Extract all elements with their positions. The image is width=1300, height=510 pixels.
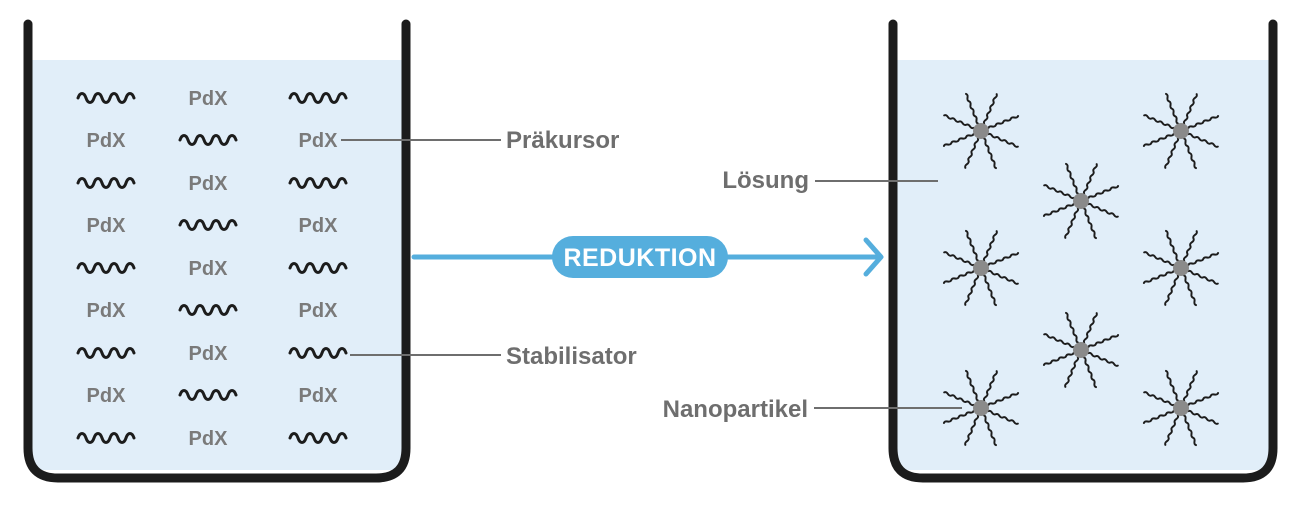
nanoparticle: [942, 92, 1020, 170]
nanoparticle-core: [973, 260, 989, 276]
precursor-symbol: PdX: [189, 343, 229, 365]
nanoparticle: [942, 229, 1020, 307]
precursor-symbol: PdX: [87, 215, 127, 237]
precursor-label: Präkursor: [506, 127, 619, 154]
left-beaker: PdX PdX PdX PdX PdX PdX PdX PdX PdX PdX PdX PdX PdX: [23, 19, 411, 483]
left-beaker-liquid: [30, 60, 404, 470]
precursor-symbol: PdX: [189, 173, 229, 195]
nanoparticle-core: [1173, 260, 1189, 276]
nanoparticle-core: [973, 400, 989, 416]
stabilizer-label: Stabilisator: [506, 343, 637, 370]
right-beaker-outline: [888, 19, 1278, 483]
precursor-symbol: PdX: [189, 428, 229, 450]
nanoparticle: [1142, 229, 1220, 307]
right-beaker-contents: [942, 92, 1220, 447]
arrow-label: REDUKTION: [563, 244, 716, 272]
nanoparticle-core: [1173, 400, 1189, 416]
left-beaker-outline: [23, 19, 411, 483]
left-beaker-contents: PdX PdX PdX PdX PdX PdX PdX PdX PdX PdX PdX PdX PdX: [76, 88, 348, 450]
precursor-symbol: PdX: [87, 130, 127, 152]
nanoparticle-core: [973, 123, 989, 139]
arrow-head: [863, 237, 884, 277]
precursor-symbol: PdX: [189, 88, 229, 110]
nanoparticle-core: [1173, 123, 1189, 139]
nanoparticle-core: [1073, 342, 1089, 358]
precursor-symbol: PdX: [87, 300, 127, 322]
nanoparticle: [1042, 162, 1120, 240]
precursor-symbol: PdX: [87, 385, 127, 407]
nanoparticle-core: [1073, 193, 1089, 209]
precursor-symbol: PdX: [299, 300, 339, 322]
nanoparticle: [1042, 311, 1120, 389]
nanoparticle: [1142, 92, 1220, 170]
callouts: Präkursor Stabilisator Lösung Nanopartik…: [341, 127, 962, 423]
precursor-symbol: PdX: [189, 258, 229, 280]
reduction-arrow: REDUKTION: [411, 236, 884, 278]
precursor-symbol: PdX: [299, 215, 339, 237]
nanoparticle: [942, 369, 1020, 447]
nanoparticle-label: Nanopartikel: [663, 396, 808, 423]
right-beaker: [888, 19, 1278, 483]
right-beaker-liquid: [895, 60, 1271, 470]
nanoparticle: [1142, 369, 1220, 447]
precursor-symbol: PdX: [299, 130, 339, 152]
solution-label: Lösung: [722, 167, 809, 194]
arrow-label-pill: [552, 236, 728, 278]
precursor-symbol: PdX: [299, 385, 339, 407]
